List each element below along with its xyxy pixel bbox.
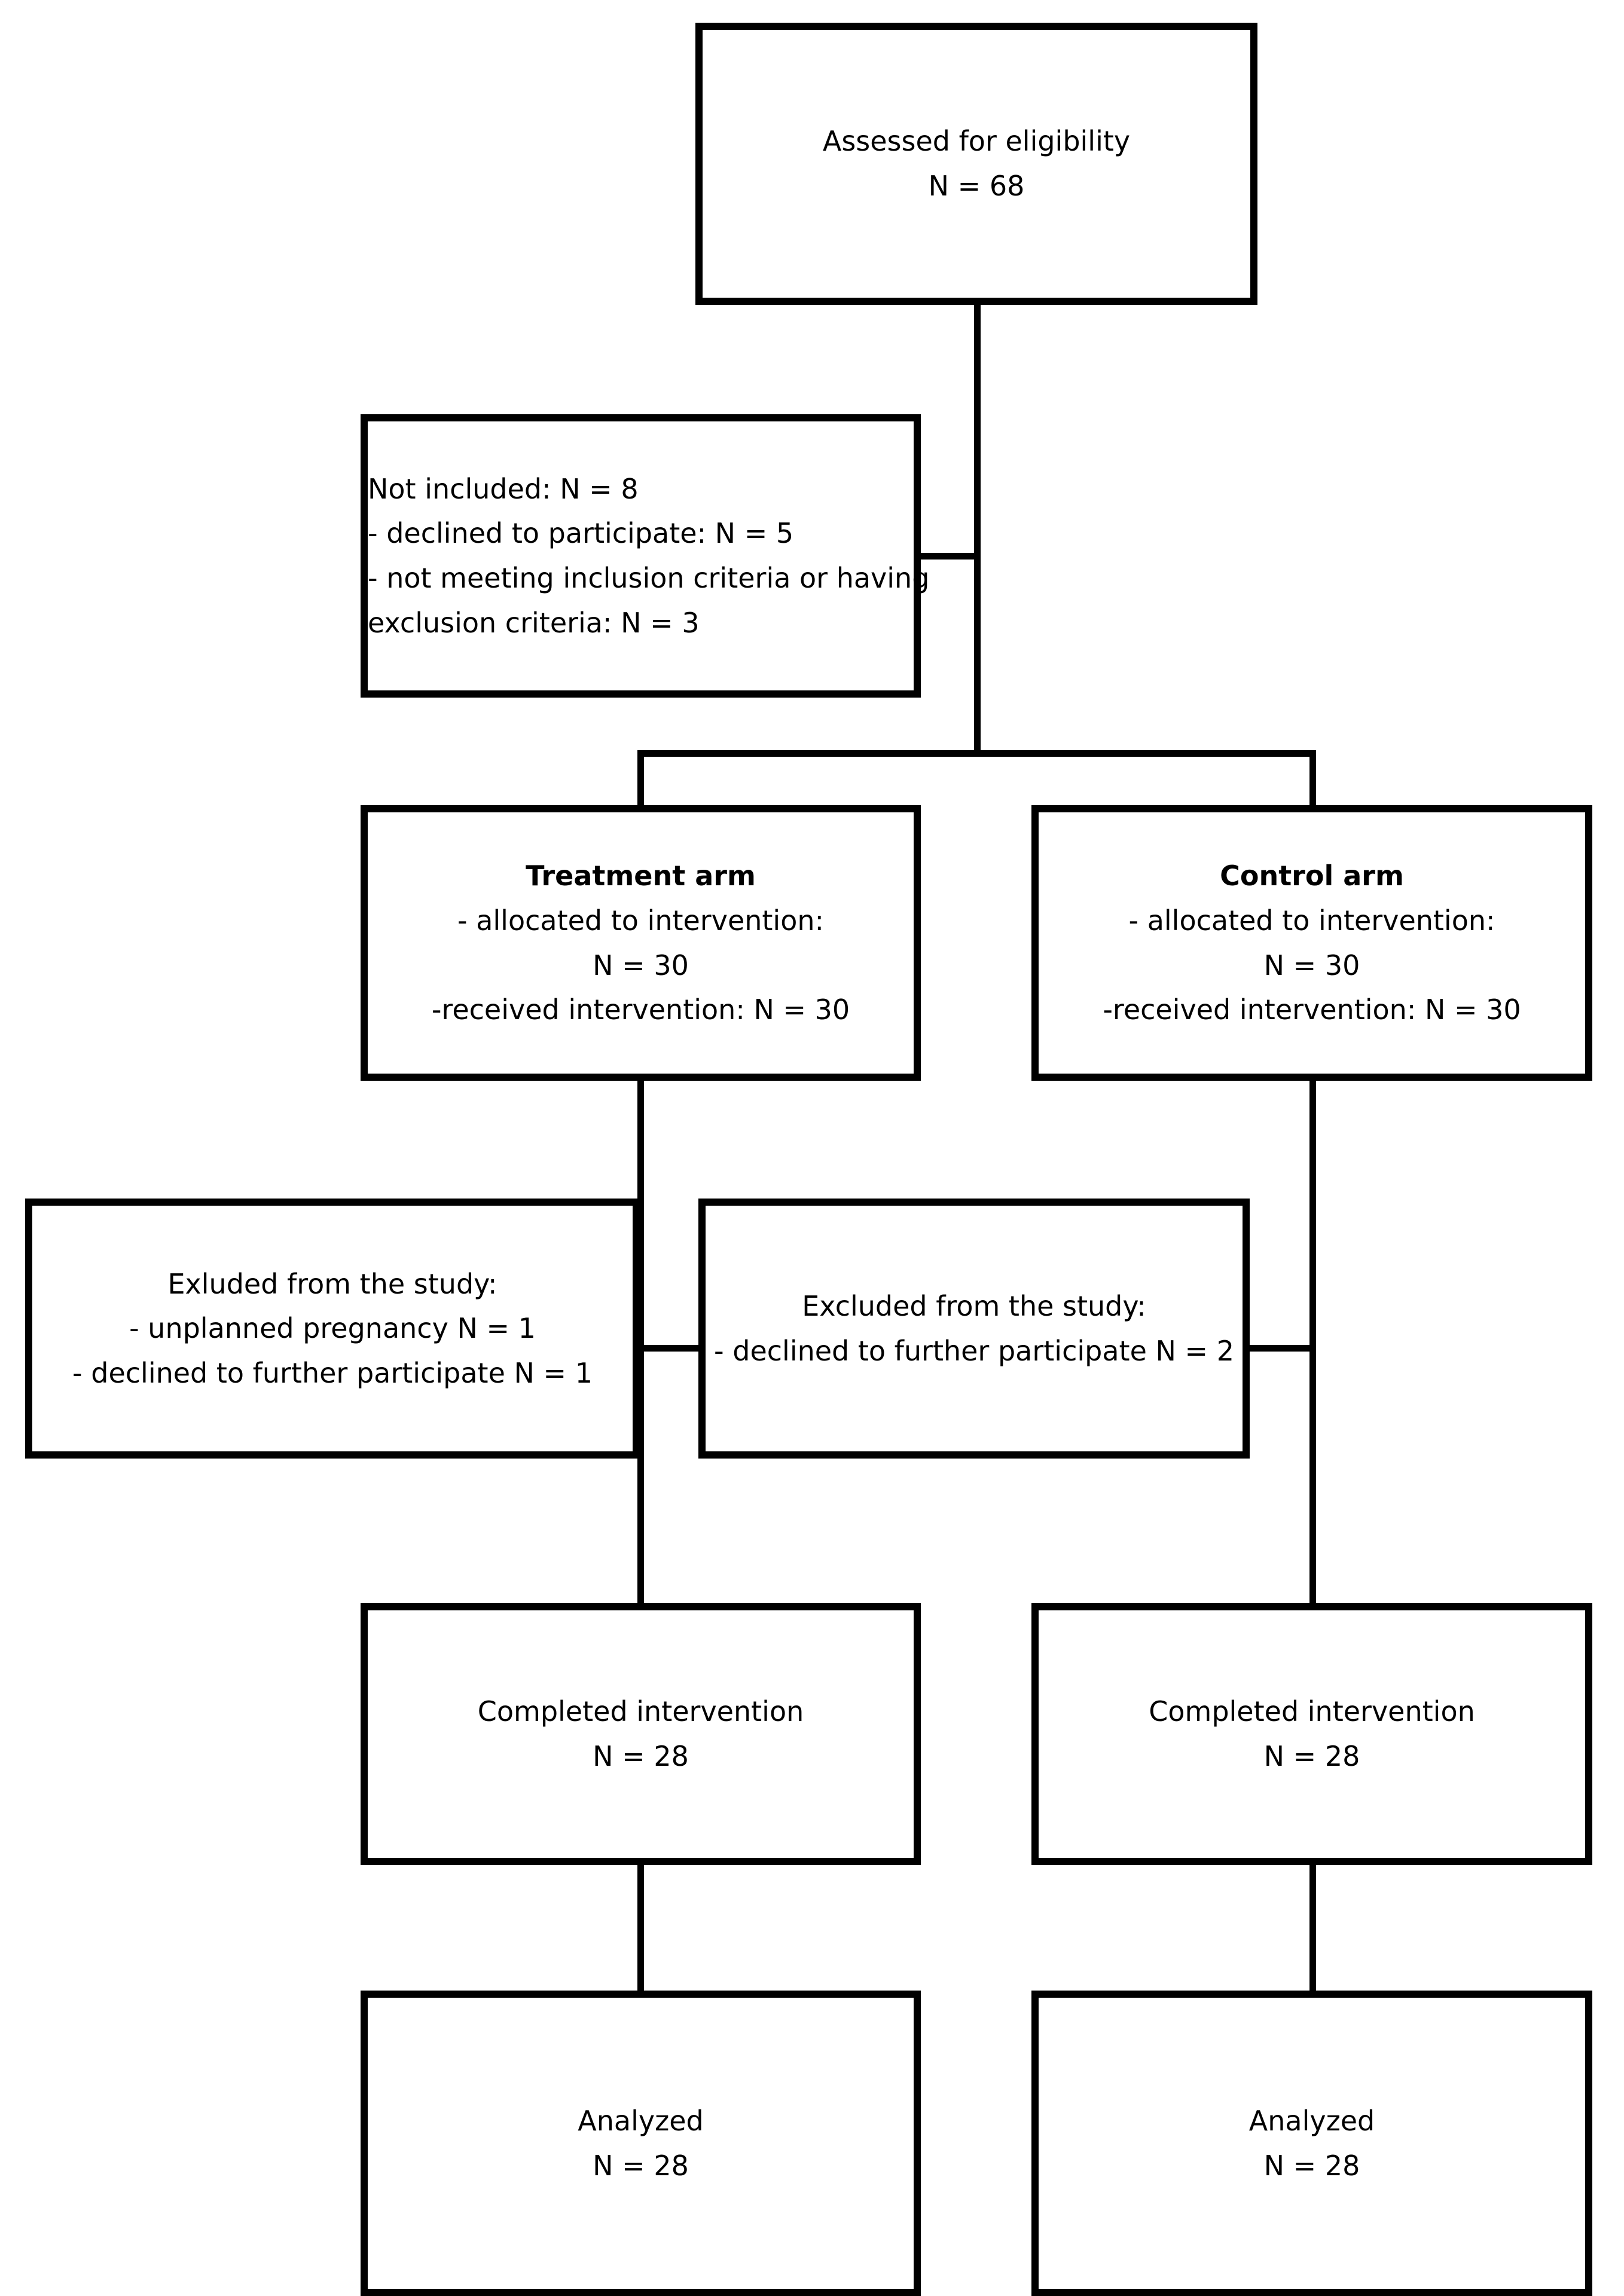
excluded-treatment-declined: - declined to further participate N = 1 (72, 1356, 593, 1389)
excluded-control-declined: - declined to further participate N = 2 (714, 1334, 1234, 1367)
connector-splitter-to-control (1309, 750, 1316, 810)
excluded-treatment-box: Exluded from the study: - unplanned preg… (25, 1199, 640, 1459)
completed-control-title: Completed intervention (1149, 1695, 1475, 1728)
analyzed-treatment-title: Analyzed (578, 2104, 704, 2137)
not-included-criteria: - not meeting inclusion criteria or havi… (368, 562, 930, 639)
treatment-arm-allocated-count: N = 30 (593, 949, 689, 982)
excluded-control-box: Excluded from the study: - declined to f… (698, 1199, 1250, 1459)
control-arm-box: Control arm - allocated to intervention:… (1031, 805, 1592, 1081)
assessed-for-eligibility-box: Assessed for eligibility N = 68 (695, 23, 1257, 305)
not-included-total: Not included: N = 8 (368, 472, 639, 505)
connector-splitter-to-treatment (637, 750, 644, 810)
analyzed-control-title: Analyzed (1248, 2104, 1375, 2137)
analyzed-treatment-box: Analyzed N = 28 (361, 1991, 921, 2296)
not-included-declined: - declined to participate: N = 5 (368, 517, 794, 550)
completed-control-count: N = 28 (1263, 1740, 1360, 1772)
connector-treatment-completed-to-analyzed (637, 1860, 644, 1995)
connector-excluded-control-stub (1245, 1345, 1314, 1352)
analyzed-control-count: N = 28 (1263, 2149, 1360, 2182)
analyzed-control-box: Analyzed N = 28 (1031, 1991, 1592, 2296)
eligibility-count: N = 68 (928, 170, 1025, 202)
treatment-arm-received: -received intervention: N = 30 (431, 993, 850, 1026)
completed-treatment-title: Completed intervention (477, 1695, 804, 1728)
analyzed-treatment-count: N = 28 (593, 2149, 689, 2182)
treatment-arm-allocated: - allocated to intervention: (457, 904, 825, 937)
connector-allocation-splitter (637, 750, 1316, 757)
excluded-control-title: Excluded from the study: (802, 1289, 1146, 1322)
not-included-box: Not included: N = 8 - declined to partic… (361, 414, 929, 698)
connector-control-trunk (1309, 1076, 1316, 1608)
control-arm-allocated-count: N = 30 (1263, 949, 1360, 982)
eligibility-title: Assessed for eligibility (822, 125, 1131, 158)
completed-intervention-control-box: Completed intervention N = 28 (1031, 1603, 1592, 1865)
connector-eligibility-trunk (974, 302, 981, 753)
excluded-treatment-pregnancy: - unplanned pregnancy N = 1 (129, 1312, 536, 1345)
connector-excluded-mid-left-stub (637, 1345, 703, 1352)
control-arm-received: -received intervention: N = 30 (1103, 993, 1521, 1026)
connector-not-included-stub (915, 553, 978, 560)
treatment-arm-box: Treatment arm - allocated to interventio… (361, 805, 921, 1081)
excluded-treatment-title: Exluded from the study: (167, 1267, 497, 1300)
completed-intervention-treatment-box: Completed intervention N = 28 (361, 1603, 921, 1865)
completed-treatment-count: N = 28 (593, 1740, 689, 1772)
control-arm-heading: Control arm (1220, 860, 1404, 892)
connector-treatment-trunk (637, 1076, 644, 1608)
control-arm-allocated: - allocated to intervention: (1128, 904, 1495, 937)
treatment-arm-heading: Treatment arm (526, 860, 756, 892)
connector-control-completed-to-analyzed (1309, 1860, 1316, 1995)
